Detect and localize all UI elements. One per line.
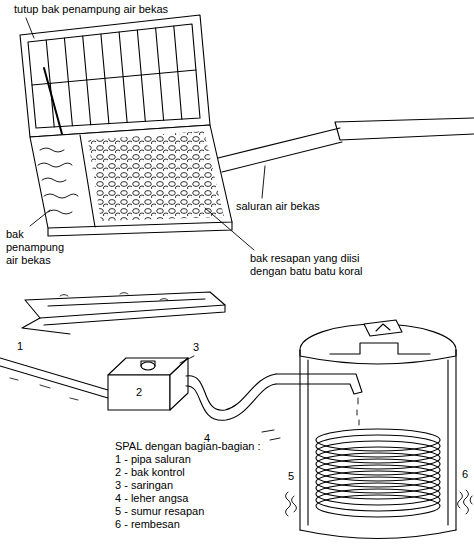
control-box (108, 356, 194, 410)
callout-number: 5 (288, 470, 294, 483)
tank-lid (20, 15, 210, 137)
seepage-marks (262, 430, 472, 516)
leader-line (26, 18, 265, 250)
part-label: saluran air bekas (236, 200, 320, 213)
gooseneck-pipe (186, 374, 362, 425)
callout-number: 3 (193, 341, 199, 354)
key-line: 4 - leher angsa (115, 492, 188, 505)
infiltration-well (300, 320, 456, 539)
tank-box (30, 125, 232, 236)
key-line: 6 - rembesan (115, 518, 180, 531)
key-line: 2 - bak kontrol (115, 466, 185, 479)
key-line: 3 - saringan (115, 479, 173, 492)
drain-channel (218, 118, 474, 172)
callout-number: 2 (136, 386, 142, 399)
callout-number: 1 (17, 340, 23, 353)
callout-number: 6 (462, 468, 468, 481)
part-label: tutup bak penampung air bekas (14, 3, 168, 16)
key-line: 1 - pipa saluran (115, 453, 191, 466)
key-line: 5 - sumur resapan (115, 505, 204, 518)
legend-heading: SPAL dengan bagian-bagian : (115, 440, 261, 453)
part-label: bak resapan yang diisi dengan batu batu … (250, 252, 385, 278)
part-label: bak penampung air bekas (6, 228, 70, 267)
